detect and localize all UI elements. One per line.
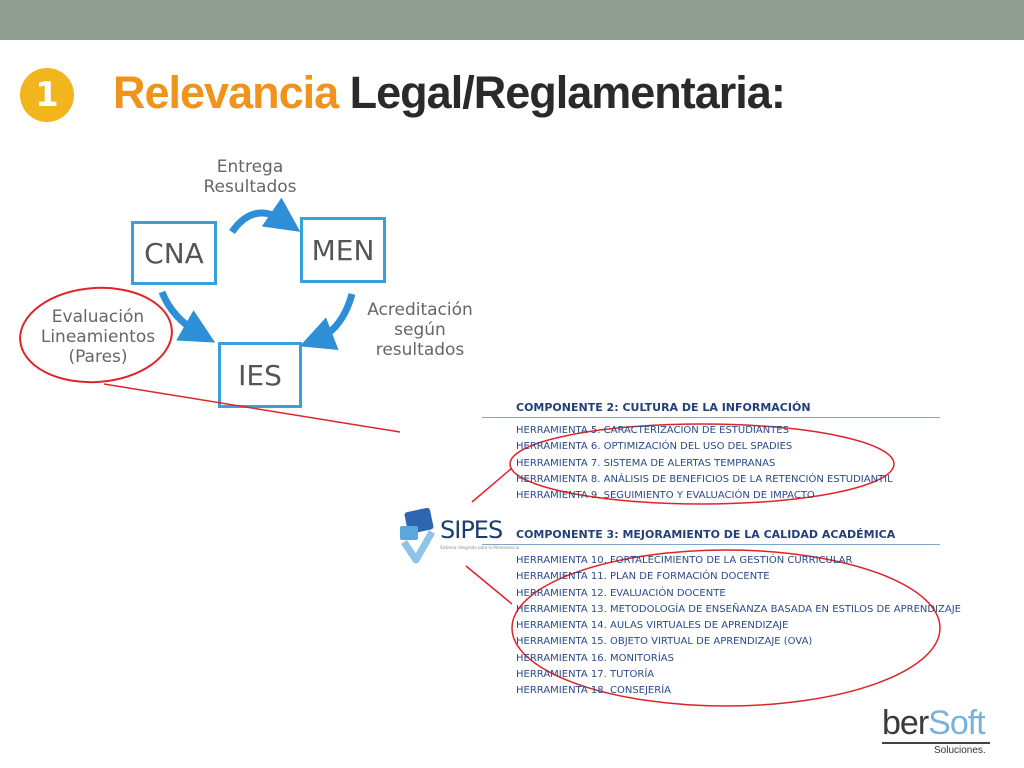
tool-item: HERRAMIENTA 18. CONSEJERÍA <box>516 685 671 697</box>
acreditacion-line-3: resultados <box>375 340 465 360</box>
cna-box: CNA <box>131 221 217 285</box>
entrega-line-1: Entrega <box>216 157 284 177</box>
men-label: MEN <box>311 233 375 267</box>
connector-line-comp2 <box>471 467 513 503</box>
arrow-men-to-ies <box>299 293 356 351</box>
component3-heading: COMPONENTE 3: MEJORAMIENTO DE LA CALIDAD… <box>516 528 896 541</box>
tool-item: HERRAMIENTA 7. SISTEMA DE ALERTAS TEMPRA… <box>516 457 776 469</box>
tool-item: HERRAMIENTA 9. SEGUIMIENTO Y EVALUACIÓN … <box>516 490 815 502</box>
entrega-line-2: Resultados <box>203 177 297 197</box>
evaluacion-line-2: Lineamientos <box>40 327 156 347</box>
tool-item: HERRAMIENTA 14. AULAS VIRTUALES DE APREN… <box>516 620 789 632</box>
sipes-tagline: Sistema Integrado para la Permanencia <box>440 545 520 550</box>
slide-number-badge: 1 <box>20 68 74 122</box>
tool-item: HERRAMIENTA 17. TUTORÍA <box>516 669 655 681</box>
component2-heading: COMPONENTE 2: CULTURA DE LA INFORMACIÓN <box>516 401 811 414</box>
evaluacion-highlight-circle <box>19 286 173 384</box>
arrow-cna-to-ies <box>158 290 216 343</box>
slide-title: Relevancia Legal/Reglamentaria: <box>113 66 786 120</box>
connector-line-evaluacion <box>103 383 401 433</box>
acreditacion-line-2: según <box>394 320 446 340</box>
title-rest: Legal/Reglamentaria: <box>338 67 786 118</box>
sipes-logo-text: SIPES <box>440 516 503 544</box>
tool-item: HERRAMIENTA 12. EVALUACIÓN DOCENTE <box>516 587 726 599</box>
tool-item: HERRAMIENTA 10. FORTALECIMIENTO DE LA GE… <box>516 555 853 566</box>
tool-item: HERRAMIENTA 5. CARACTERIZACIÓN DE ESTUDI… <box>516 425 789 436</box>
bersoft-name-part1: ber <box>882 704 929 742</box>
top-bar <box>0 0 1024 40</box>
bersoft-subtitle: Soluciones. <box>934 745 986 756</box>
component2-tool-list: HERRAMIENTA 5. CARACTERIZACIÓN DE ESTUDI… <box>516 423 893 504</box>
bersoft-name-part2: Soft <box>928 704 985 742</box>
cna-label: CNA <box>144 236 204 270</box>
men-box: MEN <box>300 217 386 283</box>
acreditacion-line-1: Acreditación <box>367 300 473 320</box>
tool-item: HERRAMIENTA 15. OBJETO VIRTUAL DE APREND… <box>516 636 813 648</box>
connector-line-comp3 <box>465 565 513 605</box>
evaluacion-line-3: (Pares) <box>68 347 128 367</box>
tool-item: HERRAMIENTA 13. METODOLOGÍA DE ENSEÑANZA… <box>516 603 961 615</box>
sipes-logo-icon <box>400 507 436 564</box>
bersoft-logo: berSoft <box>882 704 986 743</box>
tool-item: HERRAMIENTA 11. PLAN DE FORMACIÓN DOCENT… <box>516 571 770 583</box>
title-highlight: Relevancia <box>113 67 339 118</box>
arrow-cna-to-men <box>229 197 301 235</box>
component3-highlight-circle <box>511 549 941 707</box>
tool-item: HERRAMIENTA 16. MONITORÍAS <box>516 652 674 664</box>
acreditacion-label: Acreditación según resultados <box>358 300 482 360</box>
ies-box: IES <box>218 342 302 408</box>
component2-rule <box>482 417 940 418</box>
bersoft-underline <box>882 742 990 744</box>
component3-tool-list: HERRAMIENTA 10. FORTALECIMIENTO DE LA GE… <box>516 553 961 700</box>
evaluacion-label: Evaluación Lineamientos (Pares) <box>32 307 164 367</box>
entrega-resultados-label: Entrega Resultados <box>192 157 308 197</box>
ies-label: IES <box>238 358 282 392</box>
component2-highlight-circle <box>509 423 895 505</box>
tool-item: HERRAMIENTA 8. ANÁLISIS DE BENEFICIOS DE… <box>516 473 893 485</box>
component3-rule <box>482 544 940 545</box>
evaluacion-line-1: Evaluación <box>51 307 145 327</box>
tool-item: HERRAMIENTA 6. OPTIMIZACIÓN DEL USO DEL … <box>516 441 793 453</box>
